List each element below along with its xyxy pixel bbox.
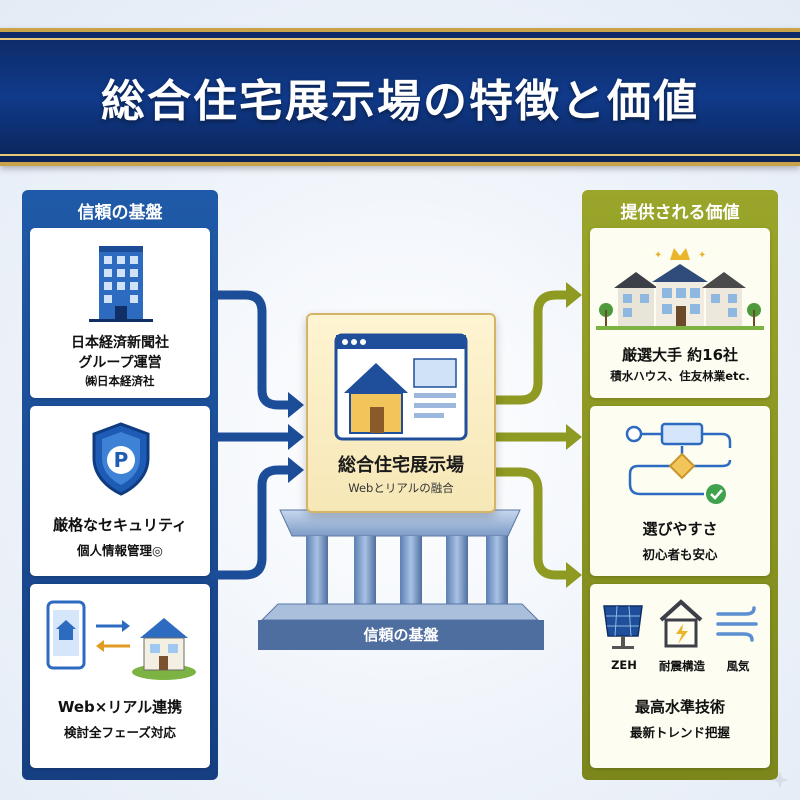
security-shield-icon: P — [92, 422, 150, 496]
page-title: 総合住宅展示場の特徴と価値 — [101, 76, 699, 127]
card-web-real: Web×リアル連携 検討全フェーズ対応 — [30, 584, 210, 768]
tech-title: 最高水準技術 — [634, 698, 725, 716]
operator-line3: ㈱日本経済社 — [85, 374, 155, 388]
card-ease: 選びやすさ 初心者も安心 — [590, 406, 770, 576]
sparkle-icon — [771, 771, 789, 789]
pedestal — [258, 509, 544, 650]
seismic-label: 耐震構造 — [659, 659, 705, 673]
center-subtitle: Webとリアルの融合 — [348, 481, 454, 495]
makers-title: 厳選大手 約16社 — [621, 346, 739, 364]
office-building-icon — [89, 246, 153, 322]
solar-panel-icon — [603, 605, 643, 649]
right-panel-title: 提供される価値 — [620, 203, 740, 223]
card-makers: ✦✦ 厳選大手 約16社 積水ハウス、住友林業etc. — [590, 228, 770, 398]
svg-text:✦: ✦ — [698, 250, 706, 261]
operator-line1: 日本経済新聞社 — [71, 335, 169, 351]
ventilation-label: 風気 — [726, 659, 750, 673]
card-operator: 日本経済新聞社 グループ運営 ㈱日本経済社 — [30, 228, 210, 398]
flowchart-icon — [625, 422, 732, 504]
security-subtitle: 個人情報管理◎ — [77, 543, 163, 558]
left-panel: 信頼の基盤 日本経済新聞社 グループ運営 ㈱日本経済社 P 厳格なセキュリティ … — [22, 190, 218, 780]
center-title: 総合住宅展示場 — [338, 455, 464, 476]
card-tech: ZEH 耐震構造 風気 最高水準技術 最新トレンド把握 — [590, 584, 770, 768]
web-real-title: Web×リアル連携 — [57, 698, 183, 716]
tech-subtitle: 最新トレンド把握 — [629, 725, 730, 740]
svg-text:✦: ✦ — [654, 250, 662, 261]
zeh-label: ZEH — [611, 658, 637, 672]
arrow-center-to-makers — [494, 290, 568, 405]
card-security: P 厳格なセキュリティ 個人情報管理◎ — [30, 406, 210, 576]
arrow-operator-to-center — [210, 290, 290, 410]
operator-line2: グループ運営 — [78, 355, 162, 371]
web-house-icon — [334, 333, 468, 441]
security-title: 厳格なセキュリティ — [52, 516, 188, 534]
svg-text:P: P — [114, 448, 129, 472]
center-card: 総合住宅展示場 Webとリアルの融合 — [306, 313, 496, 513]
right-panel: 提供される価値 ✦✦ 厳選大手 約16社 積水ハウス、住友林業etc. — [582, 190, 778, 780]
ease-subtitle: 初心者も安心 — [642, 547, 718, 562]
left-panel-title: 信頼の基盤 — [77, 203, 163, 223]
base-label: 信頼の基盤 — [363, 626, 439, 644]
web-real-subtitle: 検討全フェーズ対応 — [64, 725, 176, 740]
arrow-webreal-to-center — [210, 465, 290, 580]
ease-title: 選びやすさ — [642, 520, 718, 538]
arrow-center-to-tech — [494, 467, 568, 580]
makers-subtitle: 積水ハウス、住友林業etc. — [610, 369, 750, 383]
smartphone-house-icon — [46, 600, 196, 680]
houses-crown-icon: ✦✦ — [596, 248, 764, 330]
quake-resistant-house-icon — [659, 599, 703, 648]
wind-icon — [716, 606, 758, 642]
title-banner: 総合住宅展示場の特徴と価値 — [0, 28, 800, 166]
